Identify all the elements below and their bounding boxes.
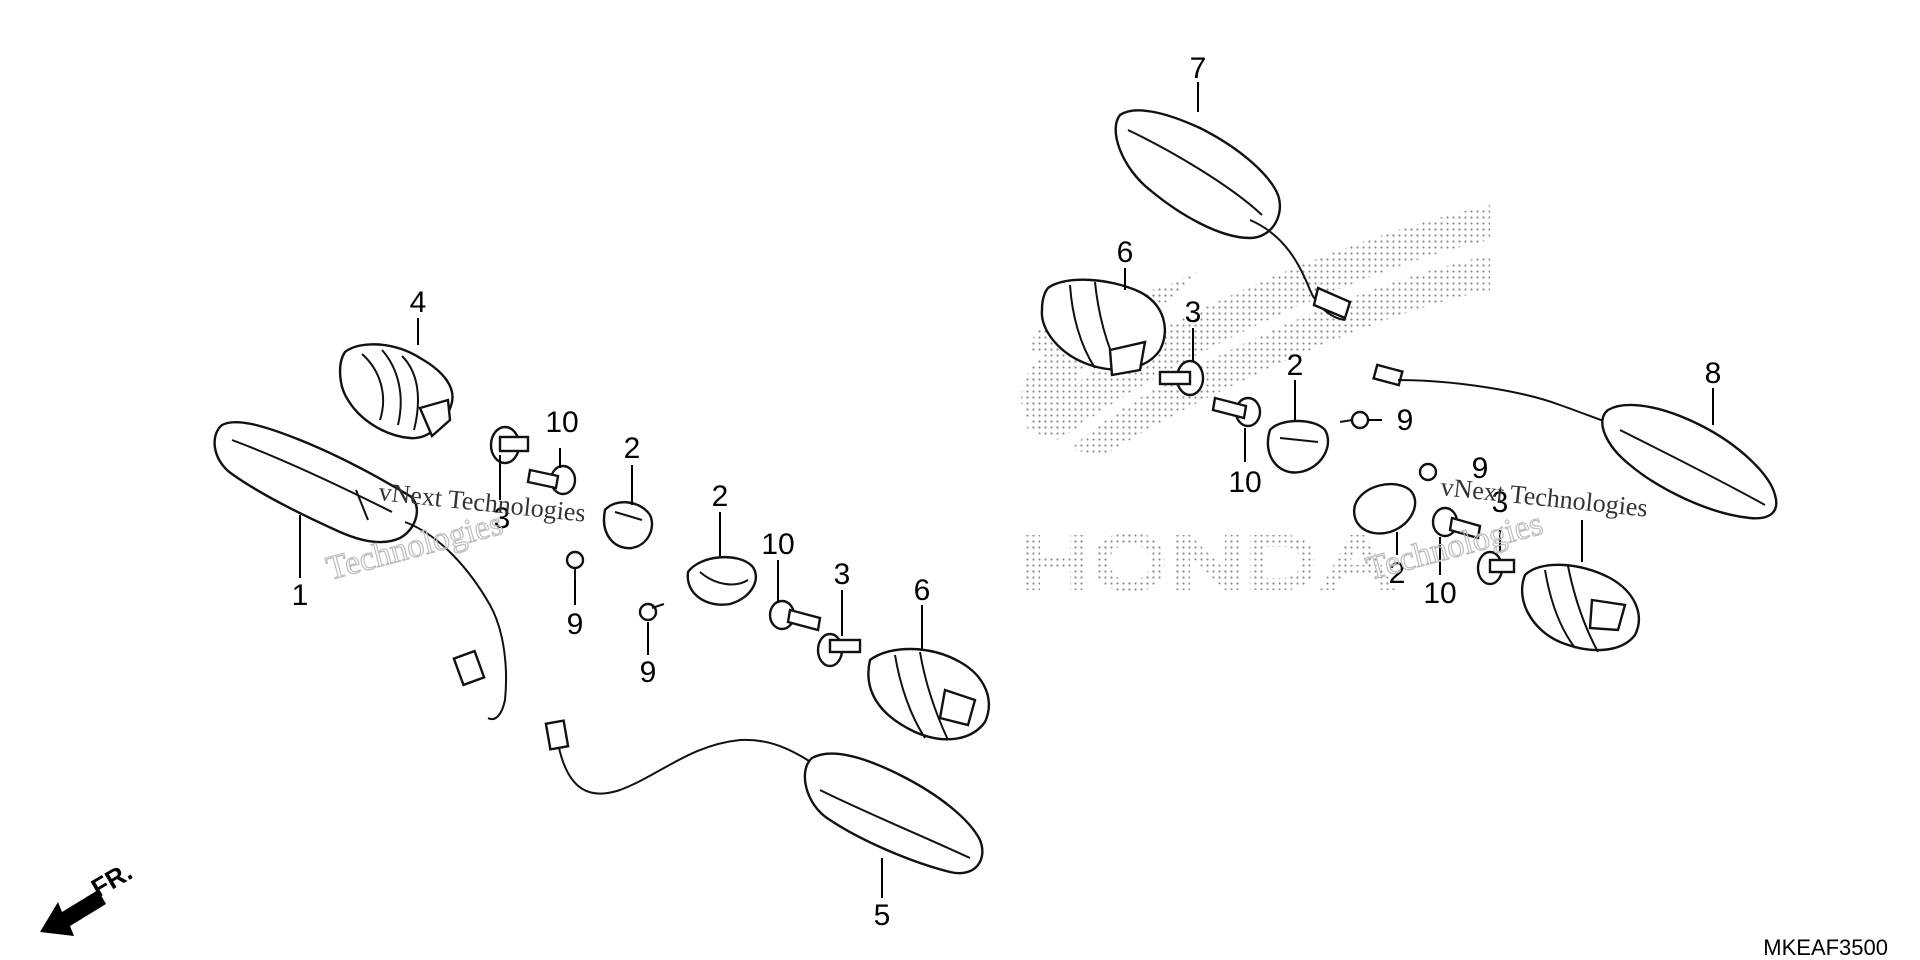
part-9-screw-left xyxy=(565,550,585,580)
watermark-text-right: vNext Technologies xyxy=(1439,472,1649,523)
callout-3-right-top: 3 xyxy=(1185,296,1202,329)
part-5-turn-signal xyxy=(544,719,984,875)
part-10-bolt-center xyxy=(768,599,822,632)
callout-4: 4 xyxy=(410,286,427,319)
callout-2-left: 2 xyxy=(624,432,641,465)
callout-10-right-top: 10 xyxy=(1228,466,1261,499)
part-2-stay-right-top xyxy=(1266,419,1330,474)
callout-10-center: 10 xyxy=(761,528,794,561)
callout-2-center: 2 xyxy=(712,480,729,513)
callout-10-left: 10 xyxy=(545,406,578,439)
front-direction-arrow: FR. xyxy=(40,856,137,936)
part-10-bolt-right-bottom xyxy=(1431,506,1482,540)
callout-9-right-bottom: 9 xyxy=(1472,452,1489,485)
part-10-bolt-left xyxy=(526,464,577,496)
callout-9-right-top: 9 xyxy=(1397,404,1414,437)
leader-lines xyxy=(299,82,1714,898)
callout-6-right: 6 xyxy=(1117,236,1134,269)
part-3-holder-left xyxy=(489,425,530,465)
part-8-turn-signal xyxy=(1372,363,1778,520)
part-3-holder-right-bottom xyxy=(1476,550,1516,586)
parts-code: MKEAF3500 xyxy=(1763,935,1888,960)
callout-3-left: 3 xyxy=(494,502,511,535)
part-3-holder-right-top xyxy=(1158,359,1205,397)
part-3-holder-center xyxy=(816,632,862,668)
part-9-screw-center xyxy=(638,602,665,622)
callout-9-center: 9 xyxy=(640,656,657,689)
callout-1: 1 xyxy=(292,579,309,612)
honda-logo-watermark xyxy=(1021,205,1490,592)
callout-8: 8 xyxy=(1705,357,1722,390)
part-7-turn-signal xyxy=(1114,109,1352,321)
callout-9-left: 9 xyxy=(567,608,584,641)
callout-3-center: 3 xyxy=(834,558,851,591)
part-4-rubber-mount-right xyxy=(1520,563,1640,653)
part-2-stay-center xyxy=(686,555,758,606)
callout-6-left: 6 xyxy=(914,574,931,607)
part-10-bolt-right-top xyxy=(1211,396,1262,428)
part-6-rubber-mount-right xyxy=(1040,278,1167,377)
callout-2-right-top: 2 xyxy=(1287,349,1304,382)
part-1-turn-signal xyxy=(213,420,508,720)
part-4-rubber-mount xyxy=(338,343,454,440)
callout-3-right-bottom: 3 xyxy=(1492,486,1509,519)
callout-7: 7 xyxy=(1190,52,1207,85)
part-6-rubber-mount-left xyxy=(867,647,990,741)
part-9-screw-right-top xyxy=(1339,410,1370,430)
callout-2-right-bottom: 2 xyxy=(1389,557,1406,590)
callout-5: 5 xyxy=(874,899,891,932)
part-2-stay-right-bottom xyxy=(1352,482,1417,535)
part-9-screw-right-bottom xyxy=(1418,462,1438,482)
watermark: vNext Technologies Technologies vNext Te… xyxy=(322,472,1649,588)
callout-10-right-bottom: 10 xyxy=(1423,577,1456,610)
part-2-stay-left xyxy=(602,501,654,550)
